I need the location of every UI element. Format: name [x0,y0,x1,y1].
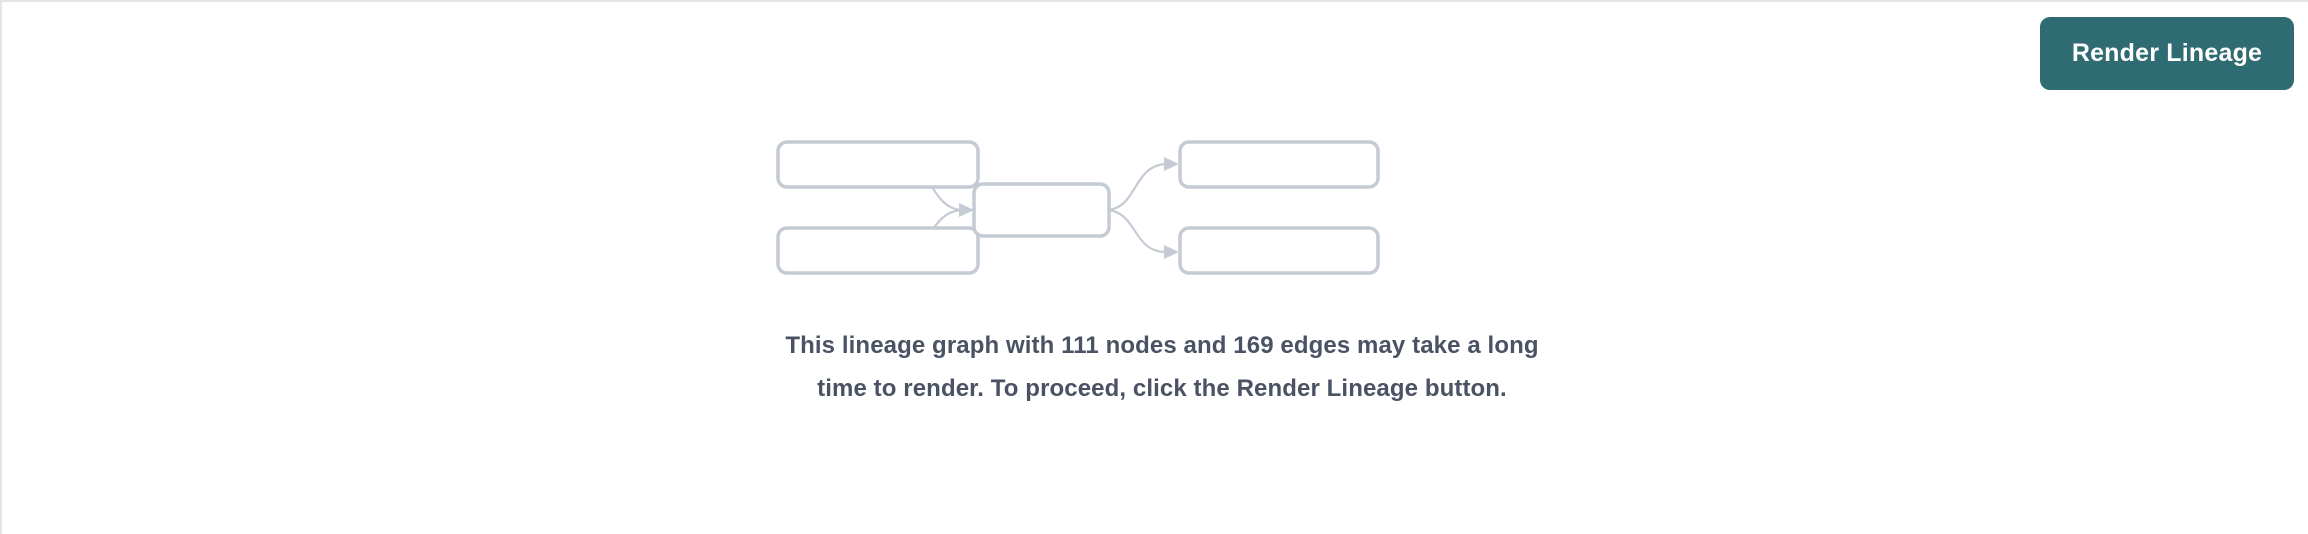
arrow-head-into-center [959,203,974,217]
edge-source-2-to-center-1 [899,208,961,252]
lineage-node-target-2 [1178,226,1380,275]
arrow-head-into-target-2 [1164,245,1179,259]
edge-center-1-to-target-2 [1106,208,1167,254]
render-lineage-button[interactable]: Render Lineage [2040,17,2294,90]
edge-center-1-to-target-1 [1106,162,1167,212]
edge-source-1-to-center-1 [899,162,961,212]
lineage-node-source-2 [776,226,980,275]
arrow-head-into-target-1 [1164,157,1179,171]
lineage-node-source-1 [776,140,980,189]
lineage-graph-svg [776,140,1380,275]
lineage-node-target-1 [1178,140,1380,189]
lineage-node-center-1 [972,182,1111,238]
lineage-warning-message: This lineage graph with 111 nodes and 16… [785,332,1539,402]
render-lineage-button-label: Render Lineage [2071,39,2263,67]
